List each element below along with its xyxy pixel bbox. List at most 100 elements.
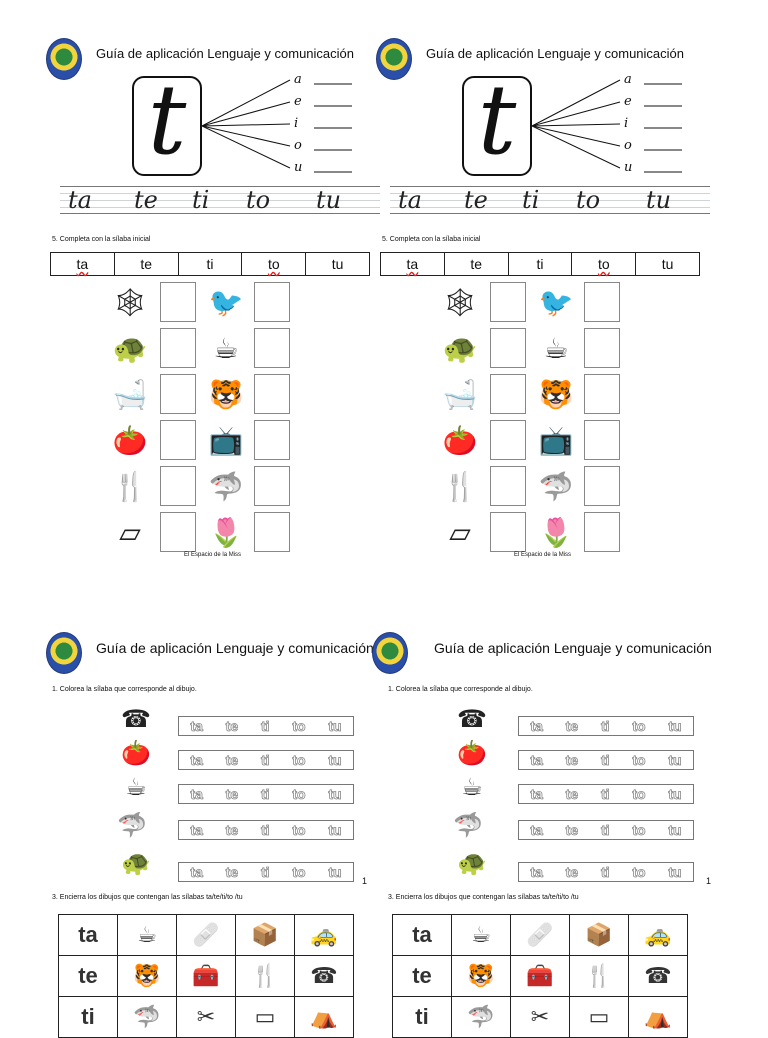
answer-box[interactable] [160,282,196,322]
syllable-ta[interactable]: ta [190,718,203,735]
answer-box[interactable] [584,374,620,414]
syllable-to[interactable]: to [632,752,646,769]
syllable-te[interactable]: te [225,864,239,881]
syllable-tu[interactable]: tu [328,752,342,769]
syllable-to[interactable]: to [632,864,646,881]
syllable-ti[interactable]: ti [600,786,610,803]
bandage-icon[interactable]: 🩹 [510,914,570,956]
answer-box[interactable] [160,466,196,506]
answer-box[interactable] [160,420,196,460]
syllable-to[interactable]: to [292,752,306,769]
syllable-ti[interactable]: ti [600,752,610,769]
syllable-to[interactable]: to [292,864,306,881]
syllable-to[interactable]: to [292,786,306,803]
cup-icon[interactable]: ☕ [451,914,511,956]
stapler-icon[interactable]: ▭ [569,996,629,1038]
syllable-tu[interactable]: tu [668,786,682,803]
tent-icon[interactable]: ⛺ [294,996,354,1038]
syllable-to[interactable]: to [632,822,646,839]
taxi-icon[interactable]: 🚕 [294,914,354,956]
syllable-te[interactable]: te [225,752,239,769]
scissors-icon[interactable]: ✂ [510,996,570,1038]
syllable-ti[interactable]: ti [260,718,270,735]
syllable-ta[interactable]: ta [190,822,203,839]
syllable-tu[interactable]: tu [328,822,342,839]
answer-box[interactable] [490,466,526,506]
answer-box[interactable] [254,512,290,552]
syllable-color-row[interactable]: ta te ti to tu [518,862,694,882]
answer-box[interactable] [584,512,620,552]
syllable-ta[interactable]: ta [190,864,203,881]
answer-box[interactable] [254,282,290,322]
syllable-tu[interactable]: tu [668,864,682,881]
syllable-color-row[interactable]: ta te ti to tu [178,750,354,770]
syllable-to[interactable]: to [292,822,306,839]
syllable-te[interactable]: te [225,822,239,839]
syllable-te[interactable]: te [565,718,579,735]
syllable-to[interactable]: to [632,786,646,803]
syllable-ti[interactable]: ti [260,752,270,769]
syllable-to[interactable]: to [632,718,646,735]
shark-icon[interactable]: 🦈 [117,996,177,1038]
answer-box[interactable] [490,374,526,414]
syllable-color-row[interactable]: ta te ti to tu [518,750,694,770]
taxi-icon[interactable]: 🚕 [628,914,688,956]
tiger-icon[interactable]: 🐯 [451,955,511,997]
telephone-icon[interactable]: ☎ [628,955,688,997]
syllable-color-row[interactable]: ta te ti to tu [178,784,354,804]
syllable-te[interactable]: te [565,822,579,839]
answer-box[interactable] [490,328,526,368]
chest-icon[interactable]: 🧰 [510,955,570,997]
answer-box[interactable] [490,282,526,322]
syllable-color-row[interactable]: ta te ti to tu [518,784,694,804]
syllable-ta[interactable]: ta [190,752,203,769]
syllable-color-row[interactable]: ta te ti to tu [178,716,354,736]
syllable-ti[interactable]: ti [600,718,610,735]
syllable-tu[interactable]: tu [668,822,682,839]
syllable-ti[interactable]: ti [260,864,270,881]
answer-box[interactable] [584,328,620,368]
answer-box[interactable] [584,282,620,322]
syllable-ti[interactable]: ti [260,786,270,803]
syllable-te[interactable]: te [565,864,579,881]
box-icon[interactable]: 📦 [235,914,295,956]
stapler-icon[interactable]: ▭ [235,996,295,1038]
answer-box[interactable] [254,420,290,460]
answer-box[interactable] [584,420,620,460]
answer-box[interactable] [160,328,196,368]
syllable-ti[interactable]: ti [600,822,610,839]
syllable-color-row[interactable]: ta te ti to tu [518,716,694,736]
cup-icon[interactable]: ☕ [117,914,177,956]
answer-box[interactable] [584,466,620,506]
answer-box[interactable] [254,466,290,506]
telephone-icon[interactable]: ☎ [294,955,354,997]
syllable-ta[interactable]: ta [530,786,543,803]
answer-box[interactable] [254,328,290,368]
syllable-te[interactable]: te [565,786,579,803]
syllable-color-row[interactable]: ta te ti to tu [178,862,354,882]
syllable-te[interactable]: te [225,718,239,735]
fork-icon[interactable]: 🍴 [235,955,295,997]
syllable-ta[interactable]: ta [530,752,543,769]
box-icon[interactable]: 📦 [569,914,629,956]
syllable-tu[interactable]: tu [328,786,342,803]
syllable-tu[interactable]: tu [668,752,682,769]
answer-box[interactable] [160,512,196,552]
answer-box[interactable] [490,512,526,552]
syllable-te[interactable]: te [565,752,579,769]
syllable-ti[interactable]: ti [260,822,270,839]
syllable-te[interactable]: te [225,786,239,803]
tiger-icon[interactable]: 🐯 [117,955,177,997]
answer-box[interactable] [254,374,290,414]
shark-icon[interactable]: 🦈 [451,996,511,1038]
fork-icon[interactable]: 🍴 [569,955,629,997]
tent-icon[interactable]: ⛺ [628,996,688,1038]
syllable-tu[interactable]: tu [668,718,682,735]
chest-icon[interactable]: 🧰 [176,955,236,997]
syllable-ta[interactable]: ta [530,822,543,839]
syllable-to[interactable]: to [292,718,306,735]
syllable-ta[interactable]: ta [530,864,543,881]
syllable-ta[interactable]: ta [530,718,543,735]
syllable-tu[interactable]: tu [328,718,342,735]
answer-box[interactable] [490,420,526,460]
